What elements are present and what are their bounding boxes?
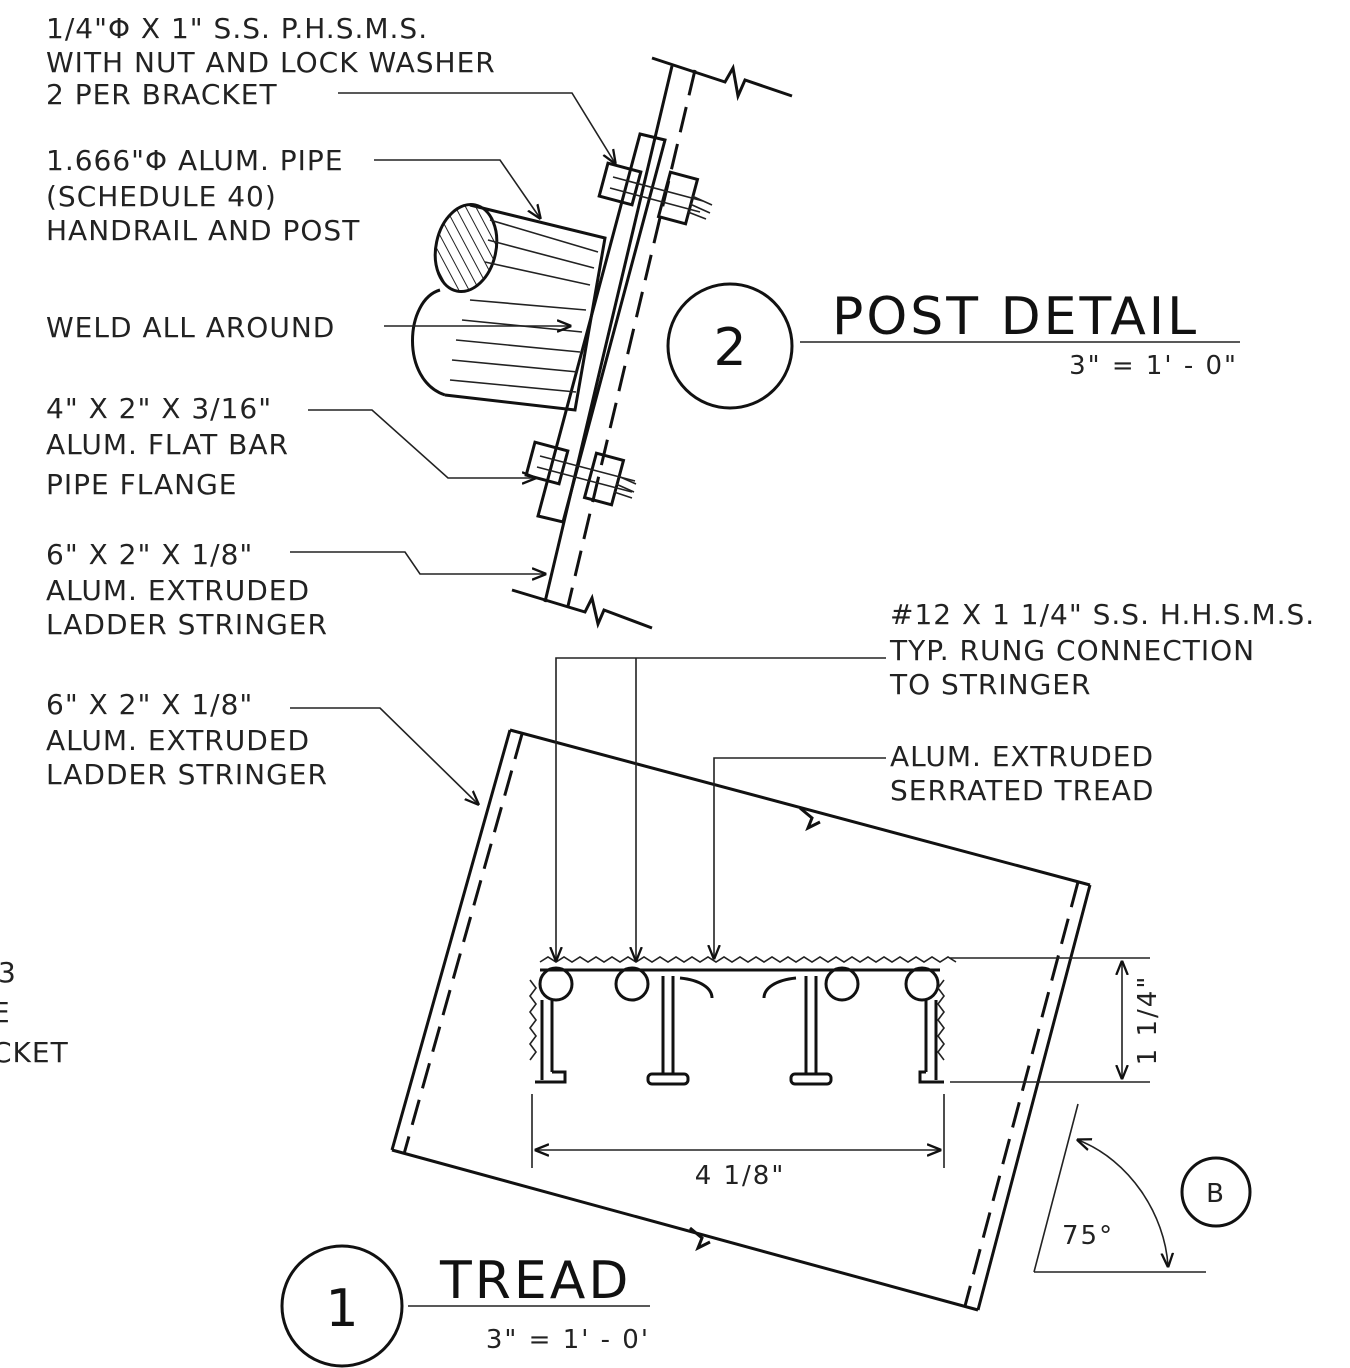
leader-tread: [714, 757, 886, 958]
leader-tread-stringer: [290, 707, 478, 804]
post-stringer-hidden-edge: [566, 69, 697, 607]
break-line-bottom: [511, 588, 653, 630]
tread-stringer-left: [390, 729, 512, 1151]
callout-post-stringer-line3: LADDER STRINGER: [46, 608, 328, 641]
angle-indicator: 75°: [1033, 1103, 1206, 1273]
callout-tread-stringer-line2: ALUM. EXTRUDED: [46, 724, 310, 757]
callout-bolt-line1: 1/4"Φ X 1" S.S. P.H.S.M.S.: [46, 12, 428, 45]
leader-flat-bar: [308, 409, 535, 478]
tread-detail: 1 1/4" 4 1/8" 75° B 6" X 2" X 1/8" ALUM.…: [46, 598, 1315, 1368]
fragment-line2: E: [0, 996, 11, 1029]
break-line-top: [651, 56, 793, 102]
section-mark-label: B: [1206, 1179, 1226, 1209]
dim-width-label: 4 1/8": [695, 1161, 786, 1191]
leader-post-stringer: [290, 551, 545, 574]
section-mark-circle: [1180, 1156, 1252, 1228]
callout-flatbar-line3: PIPE FLANGE: [46, 468, 237, 501]
tread-number: 1: [325, 1279, 358, 1339]
handrail-pipe: [411, 203, 607, 412]
leader-bolt: [338, 92, 615, 163]
leader-screw-1: [556, 657, 886, 960]
tread-stringer-right: [976, 884, 1092, 1311]
callout-flatbar-line2: ALUM. FLAT BAR: [46, 428, 289, 461]
flange-plate: [536, 132, 667, 524]
callout-bolt-line2: WITH NUT AND LOCK WASHER: [46, 46, 496, 79]
break-mark-bottom: [689, 1226, 711, 1252]
post-detail-scale: 3" = 1' - 0": [1069, 351, 1238, 381]
angle-label: 75°: [1062, 1221, 1114, 1251]
callout-tread-stringer-line1: 6" X 2" X 1/8": [46, 688, 253, 721]
post-detail-title: POST DETAIL: [832, 287, 1199, 347]
tread-stringer-top: [509, 728, 1091, 887]
dimension-width: 4 1/8": [531, 1094, 945, 1191]
tread-scale: 3" = 1' - 0': [486, 1325, 650, 1355]
post-detail-number-circle: [666, 282, 794, 410]
callout-screw-line1: #12 X 1 1/4" S.S. H.H.S.M.S.: [890, 598, 1315, 631]
callout-post-stringer-line2: ALUM. EXTRUDED: [46, 574, 310, 607]
callout-tread-line1: ALUM. EXTRUDED: [890, 740, 1154, 773]
post-detail-number: 2: [713, 318, 746, 378]
tread-number-circle: [280, 1244, 404, 1368]
fragment-line1: 3: [0, 956, 17, 989]
break-mark-top: [799, 806, 821, 832]
callout-tread-stringer-line3: LADDER STRINGER: [46, 758, 328, 791]
post-detail: 1/4"Φ X 1" S.S. P.H.S.M.S. WITH NUT AND …: [46, 12, 1240, 641]
callout-flatbar-line1: 4" X 2" X 3/16": [46, 392, 272, 425]
callout-pipe-line1: 1.666"Φ ALUM. PIPE: [46, 144, 344, 177]
callout-pipe-line2: (SCHEDULE 40): [46, 180, 277, 213]
callout-weld: WELD ALL AROUND: [46, 311, 335, 344]
dim-height-label: 1 1/4": [1133, 975, 1163, 1066]
callout-tread-line2: SERRATED TREAD: [890, 774, 1154, 807]
tread-stringer-left-hidden: [402, 733, 524, 1155]
dimension-height: 1 1/4": [950, 957, 1163, 1083]
lower-bolt: [524, 440, 637, 507]
callout-screw-line3: TO STRINGER: [889, 668, 1091, 701]
callout-screw-line2: TYP. RUNG CONNECTION: [889, 634, 1255, 667]
callout-bolt-line3: 2 PER BRACKET: [46, 78, 278, 111]
fragment-line3: CKET: [0, 1036, 69, 1069]
upper-bolt: [597, 161, 713, 226]
callout-post-stringer-line1: 6" X 2" X 1/8": [46, 538, 253, 571]
callout-pipe-line3: HANDRAIL AND POST: [46, 214, 360, 247]
leader-pipe: [374, 159, 540, 218]
serrated-tread-profile: [529, 956, 957, 1086]
tread-title: TREAD: [439, 1251, 631, 1311]
tread-stringer-bottom: [391, 1148, 979, 1312]
tread-stringer-right-hidden: [963, 881, 1080, 1307]
cropped-left-callout: 3 E CKET: [0, 956, 69, 1069]
